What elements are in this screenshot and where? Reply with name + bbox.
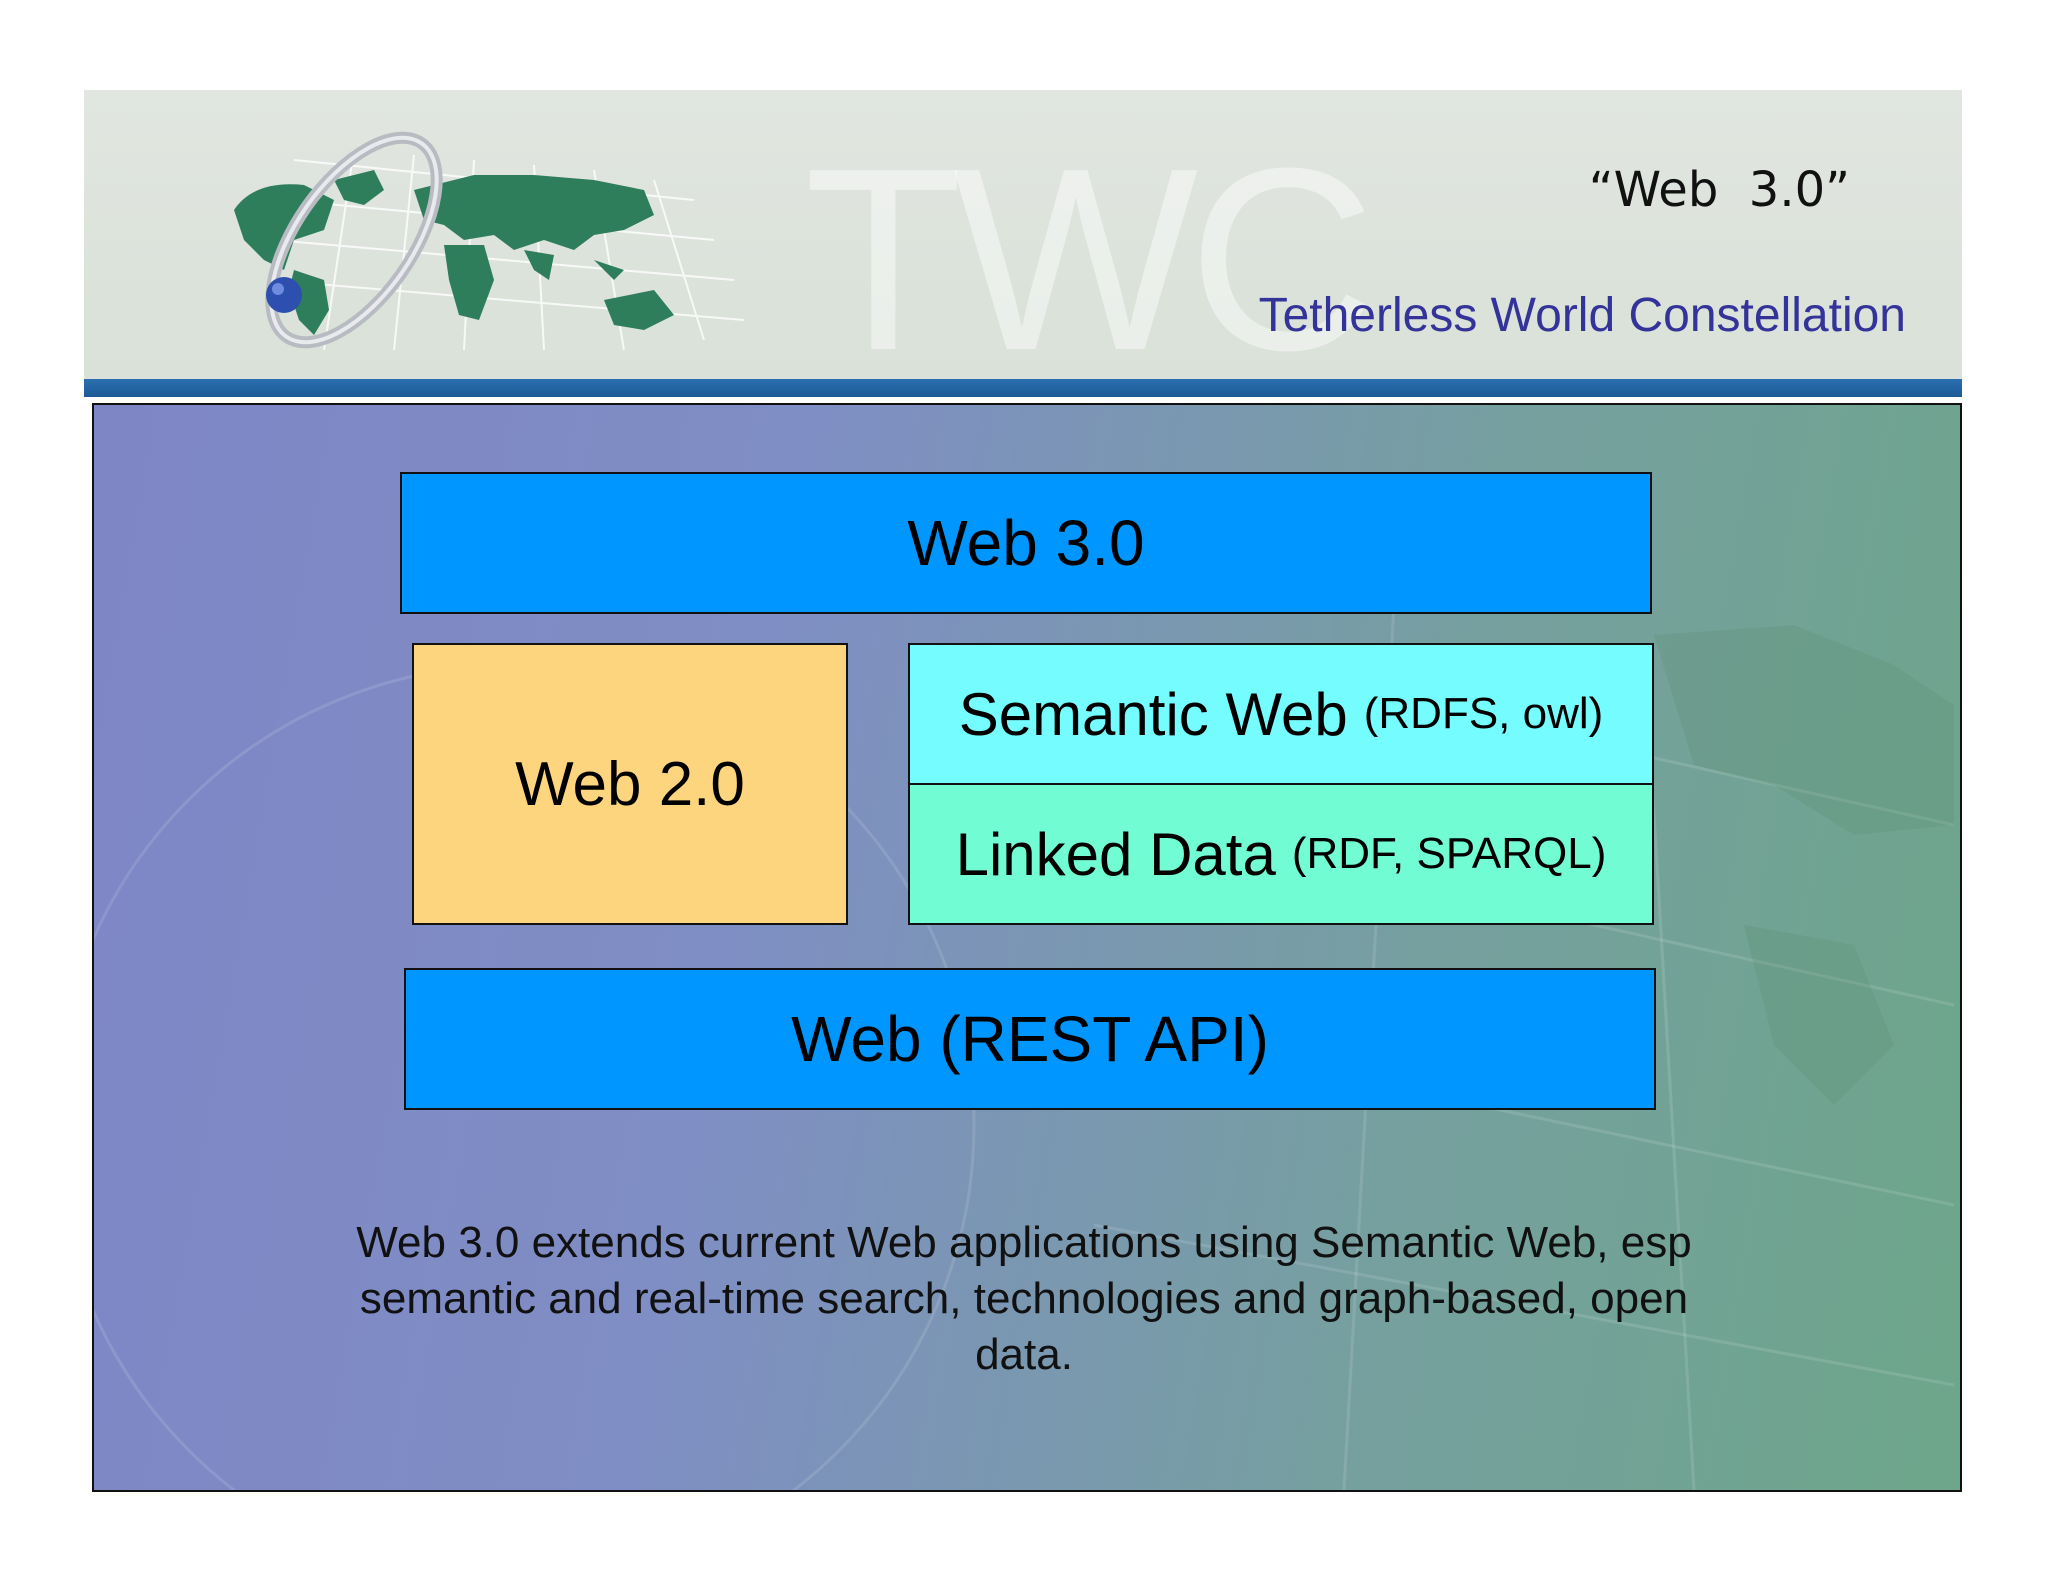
web-2-0-box: Web 2.0 (412, 643, 848, 925)
linked-data-box: Linked Data (RDF, SPARQL) (908, 783, 1654, 925)
web-3-0-box: Web 3.0 (400, 472, 1652, 614)
slide-header: TWC (84, 90, 1962, 379)
twc-watermark: TWC (804, 115, 1376, 379)
organization-name: Tetherless World Constellation (1258, 289, 1906, 342)
diagram-panel: Web 3.0 Web 2.0 Semantic Web (RDFS, owl)… (92, 403, 1962, 1492)
web-rest-api-box: Web (REST API) (404, 968, 1656, 1110)
linked-data-detail: (RDF, SPARQL) (1291, 829, 1607, 878)
world-globe-logo (234, 131, 745, 351)
slide: TWC (84, 90, 1962, 1492)
semantic-web-box: Semantic Web (RDFS, owl) (908, 643, 1654, 785)
diagram-caption: Web 3.0 extends current Web applications… (356, 1218, 1692, 1379)
slide-title: “Web 3.0” (1588, 162, 1850, 218)
semantic-web-label: Semantic Web (958, 680, 1348, 748)
linked-data-label: Linked Data (955, 820, 1276, 888)
semantic-web-detail: (RDFS, owl) (1363, 689, 1604, 738)
header-divider (84, 379, 1962, 397)
